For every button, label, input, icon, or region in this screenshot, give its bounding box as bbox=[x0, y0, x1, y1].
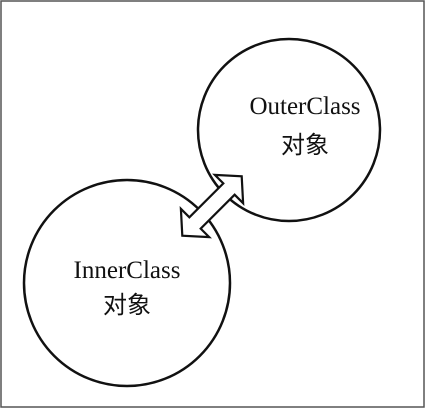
bidirectional-arrow bbox=[179, 173, 245, 239]
inner-class-circle bbox=[22, 178, 232, 388]
inner-class-node: InnerClass 对象 bbox=[22, 178, 232, 388]
inner-class-name: InnerClass bbox=[74, 257, 181, 284]
outer-class-name: OuterClass bbox=[249, 93, 360, 120]
double-arrow-icon bbox=[179, 173, 245, 239]
inner-class-subtitle: 对象 bbox=[103, 291, 151, 319]
outer-class-subtitle: 对象 bbox=[281, 131, 329, 159]
outer-class-circle bbox=[196, 37, 382, 223]
outer-class-node: OuterClass 对象 bbox=[196, 37, 382, 223]
